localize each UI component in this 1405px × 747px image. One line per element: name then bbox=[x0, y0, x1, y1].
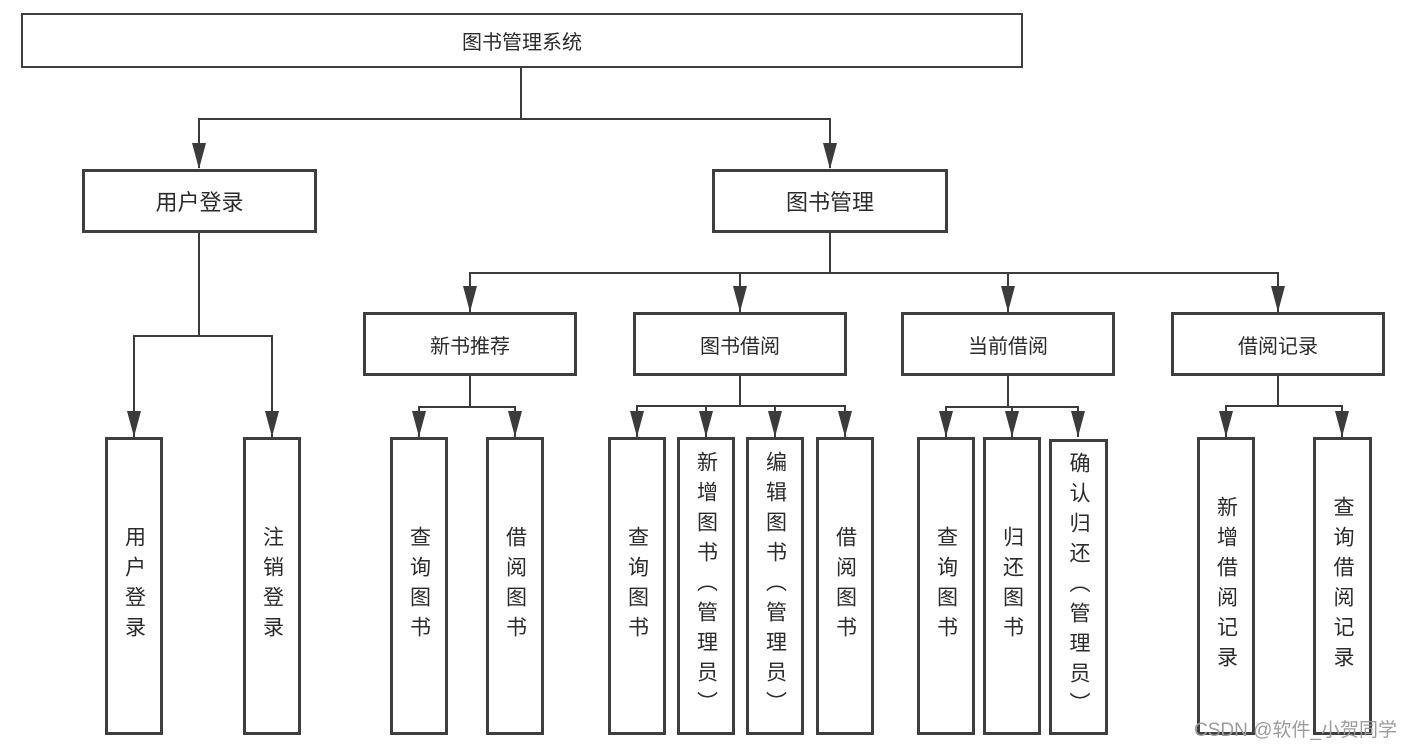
arrow-to-br-query bbox=[1335, 411, 1349, 437]
connector-stem-leaf-logout bbox=[271, 335, 273, 437]
node-current-borrow: 当前借阅 bbox=[901, 312, 1115, 376]
arrow-to-bb-borrow bbox=[838, 411, 852, 437]
leaf-bb-query-book: 查询图书 bbox=[608, 437, 666, 735]
arrow-to-borrow-record bbox=[1271, 286, 1285, 312]
leaf-nbr-query-book: 查询图书 bbox=[390, 437, 448, 735]
connector-root-hbar bbox=[198, 118, 831, 120]
arrow-to-leaf-user-login bbox=[127, 411, 141, 437]
leaf-bb-borrow-book-label: 借阅图书 bbox=[833, 526, 857, 646]
connector-user-login-trunk bbox=[198, 233, 200, 335]
arrow-to-bb-edit bbox=[768, 411, 782, 437]
connector-level3-hbar bbox=[469, 272, 1279, 274]
leaf-bb-add-book-admin-label: 新增图书（管理员） bbox=[694, 451, 718, 721]
arrow-to-book-management bbox=[823, 143, 837, 169]
arrow-to-new-book-recommend bbox=[463, 286, 477, 312]
node-user-login: 用户登录 bbox=[82, 169, 317, 233]
leaf-br-add-record: 新增借阅记录 bbox=[1197, 437, 1255, 735]
leaf-cb-query-book: 查询图书 bbox=[917, 437, 975, 735]
arrow-to-book-borrow bbox=[733, 286, 747, 312]
connector-new-book-recommend-hbar bbox=[418, 406, 515, 408]
leaf-user-login-label: 用户登录 bbox=[122, 526, 146, 646]
leaf-cb-query-book-label: 查询图书 bbox=[934, 526, 958, 646]
leaf-nbr-borrow-book-label: 借阅图书 bbox=[503, 526, 527, 646]
arrow-to-br-add bbox=[1219, 411, 1233, 437]
arrow-to-nbr-borrow bbox=[508, 411, 522, 437]
node-current-borrow-label: 当前借阅 bbox=[968, 335, 1048, 358]
arrow-to-leaf-logout bbox=[265, 411, 279, 437]
node-book-management: 图书管理 bbox=[712, 169, 948, 233]
leaf-logout-login-label: 注销登录 bbox=[260, 526, 284, 646]
leaf-br-query-record: 查询借阅记录 bbox=[1313, 437, 1372, 735]
arrow-to-cb-query bbox=[939, 411, 953, 437]
connector-book-borrow-hbar bbox=[636, 405, 845, 407]
node-book-borrow: 图书借阅 bbox=[633, 312, 847, 376]
connector-root-trunk bbox=[520, 68, 522, 118]
leaf-nbr-query-book-label: 查询图书 bbox=[407, 526, 431, 646]
node-library-system: 图书管理系统 bbox=[21, 13, 1023, 68]
leaf-user-login: 用户登录 bbox=[105, 437, 163, 735]
connector-new-book-recommend-trunk bbox=[469, 376, 471, 406]
leaf-br-add-record-label: 新增借阅记录 bbox=[1214, 496, 1238, 676]
node-book-borrow-label: 图书借阅 bbox=[700, 335, 780, 358]
arrow-to-cb-return bbox=[1005, 411, 1019, 437]
leaf-br-query-record-label: 查询借阅记录 bbox=[1331, 496, 1354, 676]
connector-borrow-record-hbar bbox=[1225, 405, 1343, 407]
node-library-system-label: 图书管理系统 bbox=[462, 32, 582, 54]
leaf-bb-borrow-book: 借阅图书 bbox=[816, 437, 874, 735]
arrow-to-bb-query bbox=[630, 411, 644, 437]
connector-borrow-record-trunk bbox=[1277, 376, 1279, 405]
connector-current-borrow-trunk bbox=[1007, 376, 1009, 406]
node-borrow-record: 借阅记录 bbox=[1171, 312, 1385, 376]
connector-user-login-hbar bbox=[133, 335, 273, 337]
arrow-to-nbr-query bbox=[412, 411, 426, 437]
leaf-nbr-borrow-book: 借阅图书 bbox=[486, 437, 544, 735]
connector-book-borrow-trunk bbox=[739, 376, 741, 405]
leaf-bb-edit-book-admin: 编辑图书（管理员） bbox=[746, 437, 804, 735]
leaf-cb-return-book-label: 归还图书 bbox=[1000, 526, 1024, 646]
leaf-bb-query-book-label: 查询图书 bbox=[625, 526, 649, 646]
node-new-book-recommend-label: 新书推荐 bbox=[430, 335, 510, 358]
connector-stem-leaf-user-login bbox=[133, 335, 135, 437]
arrow-to-bb-add bbox=[699, 411, 713, 437]
arrow-to-cb-confirm bbox=[1071, 411, 1085, 437]
node-new-book-recommend: 新书推荐 bbox=[363, 312, 577, 376]
leaf-bb-add-book-admin: 新增图书（管理员） bbox=[677, 437, 735, 735]
node-book-management-label: 图书管理 bbox=[785, 190, 874, 215]
leaf-cb-return-book: 归还图书 bbox=[983, 437, 1041, 735]
csdn-watermark: CSDN @软件_小贺同学 bbox=[1194, 720, 1397, 741]
arrow-to-current-borrow bbox=[1001, 286, 1015, 312]
leaf-cb-confirm-return-admin: 确认归还（管理员） bbox=[1049, 439, 1108, 735]
leaf-logout-login: 注销登录 bbox=[243, 437, 301, 735]
leaf-bb-edit-book-admin-label: 编辑图书（管理员） bbox=[763, 451, 787, 721]
leaf-cb-confirm-return-admin-label: 确认归还（管理员） bbox=[1067, 452, 1090, 722]
connector-book-management-trunk bbox=[829, 233, 831, 272]
arrow-to-user-login bbox=[192, 143, 206, 169]
node-user-login-label: 用户登录 bbox=[155, 190, 244, 215]
node-borrow-record-label: 借阅记录 bbox=[1238, 335, 1318, 358]
